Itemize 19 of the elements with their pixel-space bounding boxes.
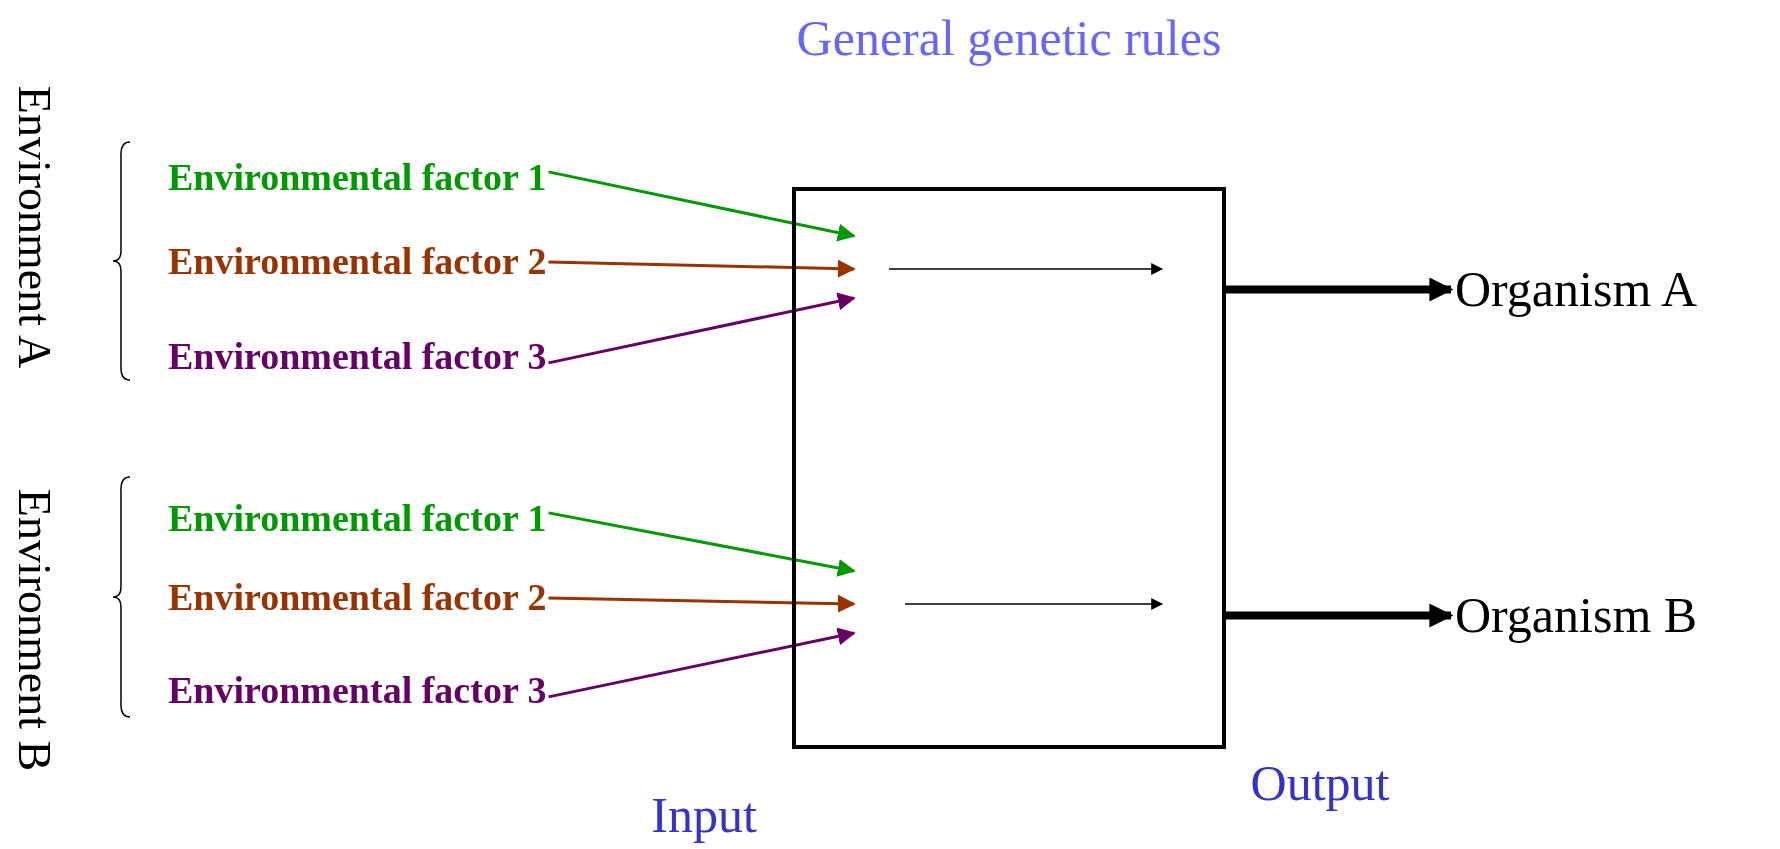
arrow	[548, 594, 856, 613]
output-label: Organism B	[1455, 588, 1698, 643]
factor-label: Environmental factor 2	[168, 241, 547, 283]
environment-label: Environment A	[8, 85, 60, 369]
environment-label: Environment B	[8, 488, 60, 772]
arrow	[548, 292, 856, 365]
arrow	[548, 627, 856, 699]
arrow	[548, 170, 856, 242]
factor-label: Environmental factor 3	[168, 336, 547, 378]
node-title: General genetic rules	[795, 10, 1223, 68]
factor-label: Environmental factor 2	[168, 577, 547, 619]
factor-label: Environmental factor 1	[168, 157, 547, 199]
factor-label: Environmental factor 3	[168, 670, 547, 712]
factor-label: Environmental factor 1	[168, 498, 547, 540]
arrow	[548, 511, 856, 577]
arrow	[548, 259, 856, 278]
axis-label: Input	[651, 787, 757, 843]
axis-label: Output	[1250, 755, 1390, 811]
output-label: Organism A	[1455, 262, 1698, 317]
